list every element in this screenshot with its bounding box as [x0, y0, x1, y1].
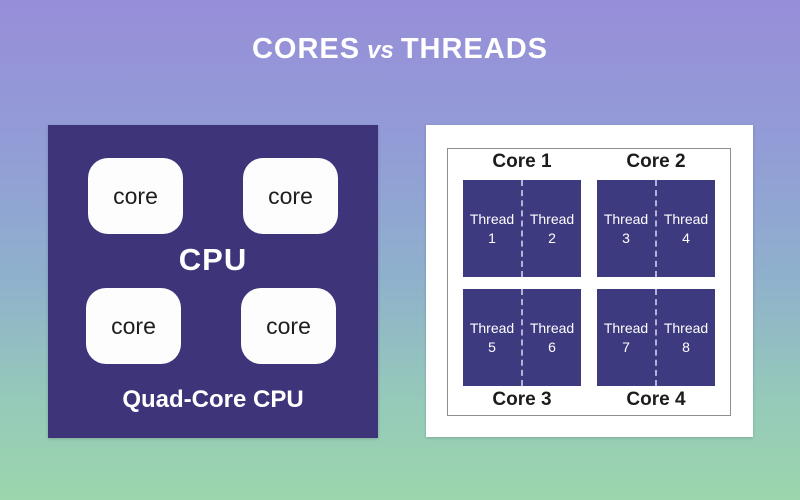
thread-2-number: 2	[548, 229, 556, 246]
thread-8-cell: Thread 8	[655, 289, 715, 386]
thread-5-word: Thread	[469, 320, 515, 337]
core-2-label: Core 2	[626, 151, 686, 172]
core-4-thread-block: Thread 7 Thread 8	[597, 289, 715, 386]
thread-6-cell: Thread 6	[521, 289, 581, 386]
core-1-label: Core 1	[492, 151, 552, 172]
core-1-thread-block: Thread 1 Thread 2	[463, 180, 581, 277]
thread-2-word: Thread	[529, 211, 575, 228]
core-4-label: Core 4	[626, 389, 686, 410]
core-3-label: Core 3	[492, 389, 552, 410]
thread-1-word: Thread	[469, 211, 515, 228]
thread-4-word: Thread	[663, 211, 709, 228]
core-box-2: core	[243, 158, 338, 234]
thread-5-number: 5	[488, 338, 496, 355]
thread-2-cell: Thread 2	[521, 180, 581, 277]
thread-6-word: Thread	[529, 320, 575, 337]
title-word-cores: CORES	[251, 33, 361, 65]
thread-7-word: Thread	[603, 320, 649, 337]
core-3-thread-block: Thread 5 Thread 6	[463, 289, 581, 386]
threads-panel: Core 1 Core 2 Thread 1 Thread 2 Thread 3…	[426, 125, 753, 437]
thread-7-number: 7	[622, 338, 630, 355]
thread-3-word: Thread	[603, 211, 649, 228]
thread-8-word: Thread	[663, 320, 709, 337]
thread-3-cell: Thread 3	[597, 180, 655, 277]
thread-4-cell: Thread 4	[655, 180, 715, 277]
thread-3-number: 3	[622, 229, 630, 246]
core-2-thread-block: Thread 3 Thread 4	[597, 180, 715, 277]
threads-panel-border	[447, 148, 731, 416]
core-box-1: core	[88, 158, 183, 234]
title-vs: vs	[367, 37, 394, 64]
core-box-4: core	[241, 288, 336, 364]
thread-7-cell: Thread 7	[597, 289, 655, 386]
thread-8-number: 8	[682, 338, 690, 355]
thread-1-cell: Thread 1	[463, 180, 521, 277]
thread-4-number: 4	[682, 229, 690, 246]
thread-1-number: 1	[488, 229, 496, 246]
quad-core-cpu-caption: Quad-Core CPU	[122, 386, 304, 413]
quad-core-cpu-block: core core CPU core core Quad-Core CPU	[48, 125, 378, 438]
core-box-3: core	[86, 288, 181, 364]
thread-5-cell: Thread 5	[463, 289, 521, 386]
title-word-threads: THREADS	[400, 33, 548, 65]
cpu-label: CPU	[178, 242, 248, 277]
thread-6-number: 6	[548, 338, 556, 355]
